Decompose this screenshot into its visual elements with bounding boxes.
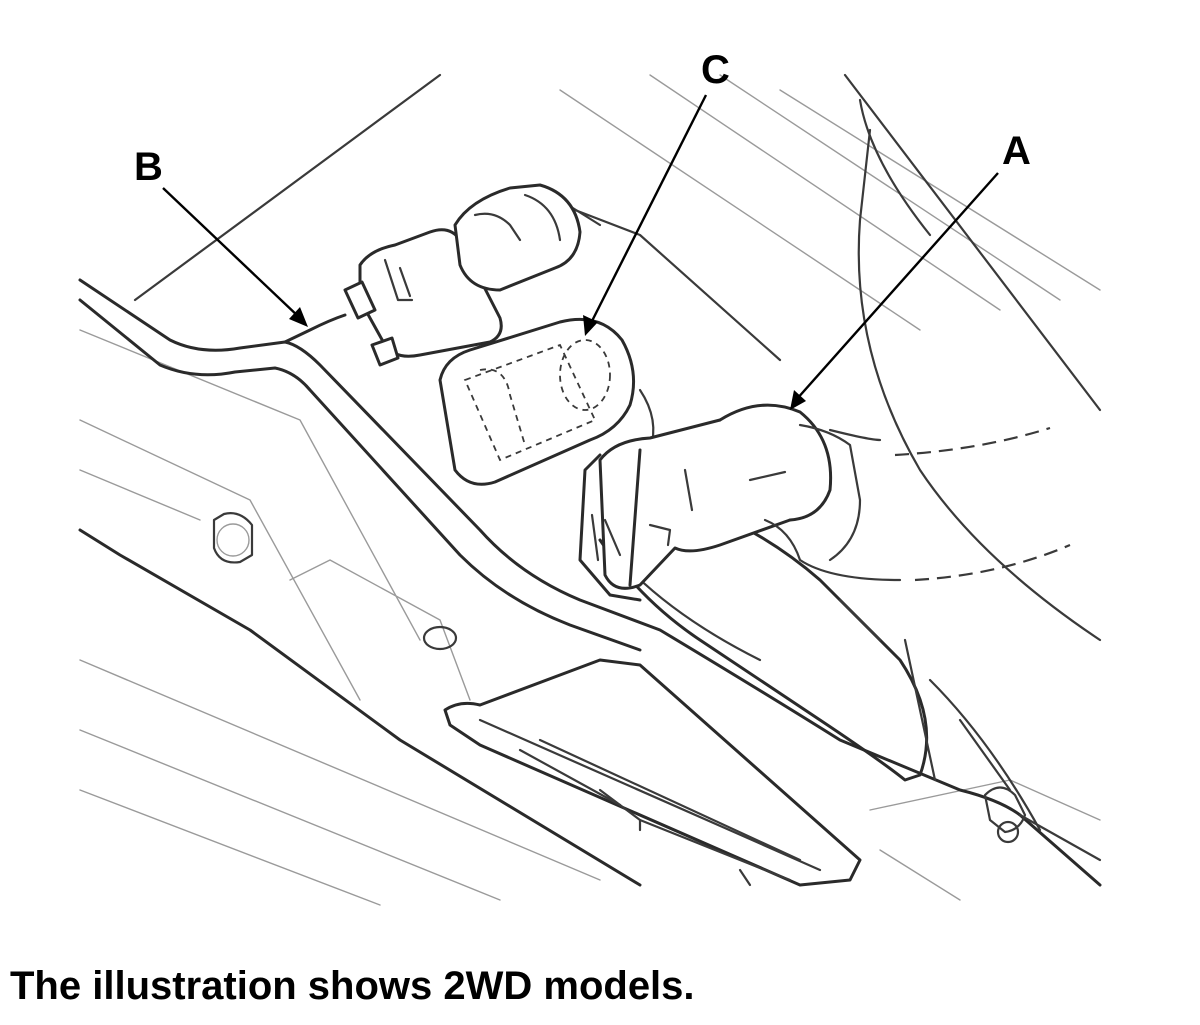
callout-label-a: A: [1002, 129, 1031, 173]
exhaust-assembly: [443, 498, 1102, 887]
component-c: [438, 317, 655, 486]
leader-arrow-a: [790, 172, 999, 410]
callout-label-c: C: [701, 48, 730, 92]
part-illustration: [78, 73, 1102, 906]
frame-rail: [78, 278, 1102, 887]
connector-a: [578, 403, 902, 602]
background-structure: [79, 74, 1101, 906]
illustration-caption: The illustration shows 2WD models.: [10, 964, 695, 1008]
leader-arrow-b: [162, 187, 308, 327]
callout-label-b: B: [134, 145, 163, 189]
leader-arrow-c: [583, 94, 708, 336]
connector-b: [343, 183, 582, 367]
